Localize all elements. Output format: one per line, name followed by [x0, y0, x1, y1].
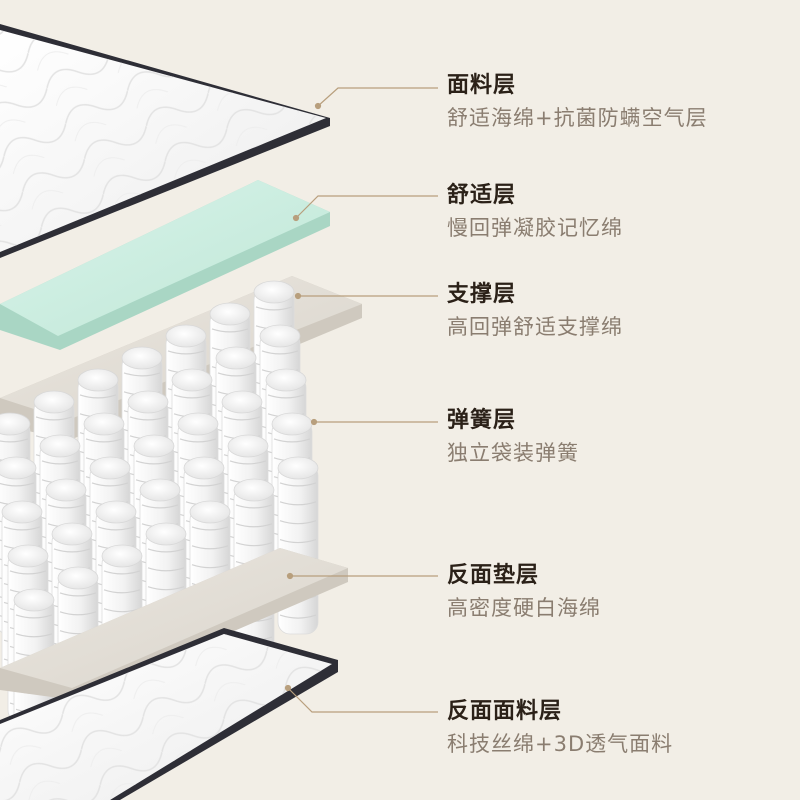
top-fabric-graphic	[0, 24, 330, 258]
label-top-fabric: 面料层 舒适海绵+抗菌防螨空气层	[447, 71, 708, 133]
bottom-pad-graphic	[0, 548, 348, 700]
layer-title: 舒适层	[447, 183, 517, 208]
leader-line-support	[294, 292, 438, 300]
label-comfort-layer: 舒适层 慢回弹凝胶记忆绵	[447, 181, 623, 243]
layer-description: 独立袋装弹簧	[447, 441, 579, 465]
leader-line-spring	[310, 418, 438, 426]
leader-lines	[284, 87, 438, 713]
layer-title: 支撑层	[447, 282, 517, 307]
layer-title: 反面垫层	[447, 563, 540, 588]
label-bottom-pad: 反面垫层 高密度硬白海绵	[447, 561, 601, 623]
label-spring-layer: 弹簧层 独立袋装弹簧	[447, 406, 579, 468]
leader-line-bottom-fabric	[284, 684, 438, 713]
label-support-layer: 支撑层 高回弹舒适支撑绵	[447, 280, 623, 342]
leader-line-top-fabric	[314, 87, 438, 110]
bottom-fabric-graphic	[0, 628, 338, 800]
comfort-layer-graphic	[0, 180, 330, 350]
layer-title: 弹簧层	[447, 408, 517, 433]
leader-line-comfort	[292, 195, 438, 222]
layer-title: 面料层	[447, 73, 517, 98]
leader-line-bottom-pad	[286, 572, 438, 580]
layer-description: 科技丝绵+3D透气面料	[447, 732, 674, 756]
layer-description: 慢回弹凝胶记忆绵	[447, 216, 623, 240]
label-bottom-fabric: 反面面料层 科技丝绵+3D透气面料	[447, 697, 673, 759]
layer-title: 反面面料层	[447, 699, 563, 724]
layer-description: 高回弹舒适支撑绵	[447, 315, 623, 339]
layer-description: 高密度硬白海绵	[447, 596, 601, 620]
layer-description: 舒适海绵+抗菌防螨空气层	[447, 106, 708, 130]
